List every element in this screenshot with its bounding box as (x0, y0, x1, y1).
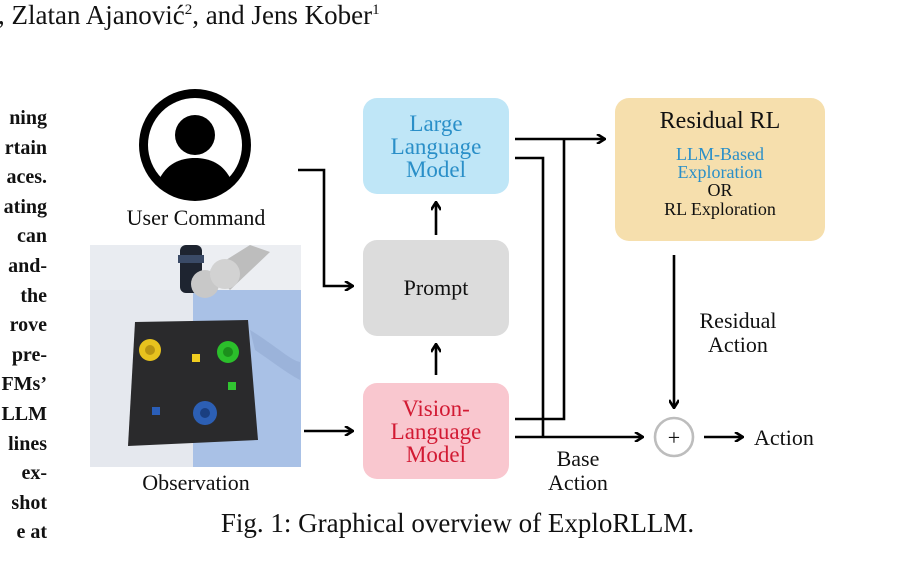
abstract-line: rove (9, 314, 47, 337)
rl-exploration-label: RL Exploration (664, 199, 776, 219)
abstract-line: ating (3, 195, 47, 218)
residual-action-line: Action (708, 332, 768, 357)
vlm-line: Language (390, 418, 482, 444)
user-command-label: User Command (126, 205, 266, 230)
residual-rl-title: Residual RL (659, 108, 781, 134)
abstract-line: can (17, 225, 47, 248)
sum-node (653, 416, 695, 458)
vlm-output-line (515, 139, 566, 421)
base-action-line: Action (548, 470, 608, 495)
abstract-line: e at (16, 521, 47, 544)
affiliation-superscript-2: 1 (372, 2, 380, 18)
abstract-line: and- (8, 254, 47, 277)
llm-box: Large Language Model (363, 98, 509, 194)
abstract-line: shot (11, 491, 47, 514)
prompt-box: Prompt (363, 240, 509, 336)
figure-caption: Fig. 1: Graphical overview of ExploRLLM. (220, 508, 695, 538)
vlm-line: Vision- (402, 395, 470, 421)
llm-line: Language (390, 133, 482, 159)
prompt-label: Prompt (403, 275, 469, 300)
or-label: OR (707, 180, 733, 200)
author-text-1: , Zlatan Ajanović (0, 0, 185, 30)
llm-output-line (515, 156, 545, 437)
robot-gripper (178, 245, 270, 298)
abstract-line: rtain (4, 136, 47, 159)
base-action-line: Base (556, 446, 600, 471)
abstract-line: ex- (21, 462, 47, 485)
llm-line: Model (405, 156, 467, 182)
llm-line: Large (409, 110, 463, 136)
observation-label: Observation (142, 470, 250, 495)
affiliation-superscript-1: 2 (184, 2, 193, 18)
green-cube (228, 382, 236, 390)
plus-icon: + (668, 425, 680, 450)
author-line: , Zlatan Ajanović2, and Jens Kober1 (0, 0, 380, 31)
residual-rl-box: Residual RL LLM-Based Exploration OR RL … (615, 98, 825, 241)
abstract-line: pre- (11, 343, 47, 366)
action-label: Action (754, 425, 814, 450)
user-icon (139, 89, 251, 201)
abstract-line: FMs’ (1, 373, 47, 396)
abstract-line: aces. (6, 166, 47, 189)
user-to-prompt-arrow (298, 168, 353, 286)
abstract-line: ning (9, 107, 47, 129)
abstract-line: the (20, 284, 47, 307)
arrows (298, 139, 743, 437)
observation-image (90, 245, 301, 467)
residual-action-line: Residual (699, 308, 777, 333)
llm-based-exploration-line: LLM-Based (676, 144, 764, 164)
llm-based-exploration-line: Exploration (677, 162, 763, 182)
abstract-line: LLM (1, 402, 47, 425)
author-text-2: , and Jens Kober (192, 0, 373, 30)
clipped-abstract-column: ning rtain aces. ating can and- the rove… (0, 104, 47, 548)
abstract-line: lines (8, 432, 47, 455)
base-action-label: Base Action (530, 447, 626, 495)
blue-cube (152, 407, 160, 415)
yellow-cube (192, 354, 200, 362)
residual-action-label: Residual Action (680, 309, 796, 357)
vlm-line: Model (405, 441, 467, 467)
vlm-box: Vision- Language Model (363, 383, 509, 479)
